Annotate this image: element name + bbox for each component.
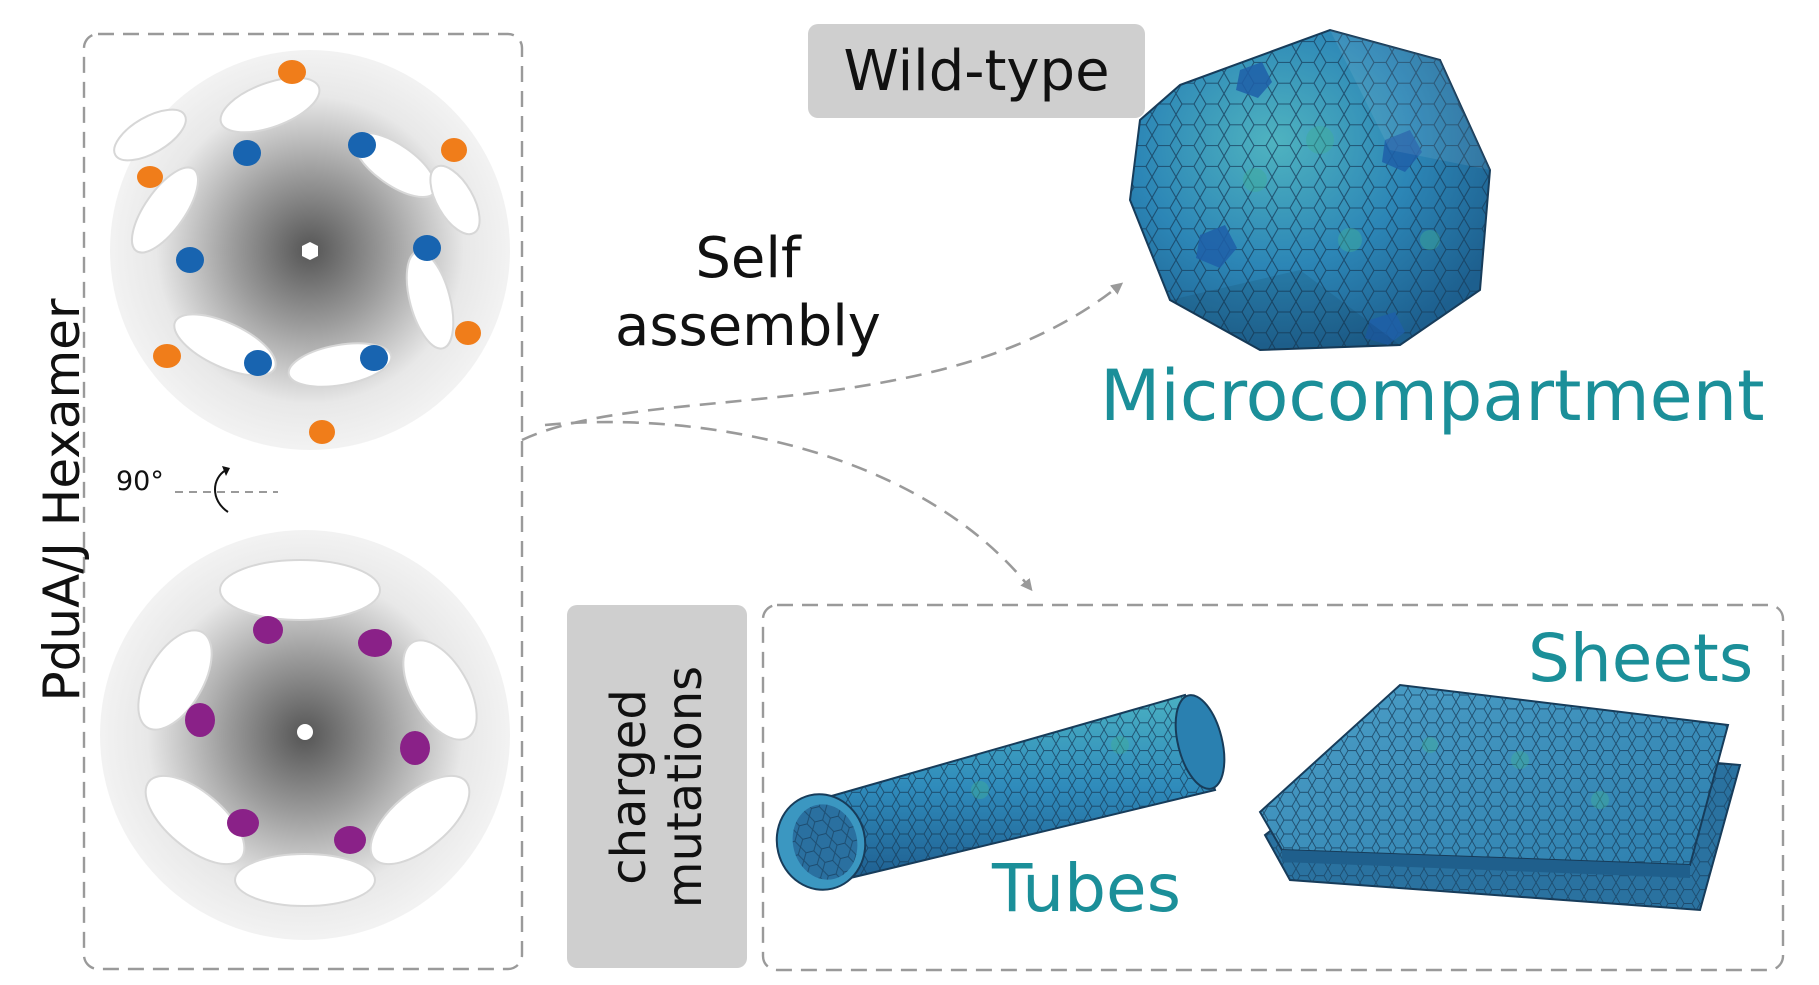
self-assembly-line2: assembly [615,294,881,359]
self-assembly-line1: Self [695,226,801,291]
rotation-indicator [175,466,278,513]
charged-mutations-text: charged mutations [601,665,713,907]
wild-type-text: Wild-type [843,38,1110,104]
microcompartment-shell [1128,28,1492,352]
hexamer-side-view [100,530,510,940]
mutations-line: mutations [657,665,713,908]
rotation-label: 90° [116,466,164,497]
hexamer-title: PduA/J Hexamer [33,298,91,702]
charged-mutations-tag: charged mutations [567,605,747,968]
charged-line: charged [601,688,657,885]
self-assembly-label: Self assembly [578,225,918,361]
sheets-structure [1258,683,1742,912]
sheets-label: Sheets [1528,620,1754,697]
wild-type-tag: Wild-type [808,24,1145,118]
arrow-to-mutant-forms [544,420,1033,592]
hexamer-top-view [110,50,510,450]
tube-structure [775,693,1226,891]
tubes-label: Tubes [992,850,1182,927]
mutant-panel-frame [761,603,1785,972]
left-panel-frame [82,32,524,971]
green-cell-highlights [971,126,1609,809]
microcompartment-label: Microcompartment [1100,355,1765,437]
arrow-to-microcompartment [521,282,1124,442]
